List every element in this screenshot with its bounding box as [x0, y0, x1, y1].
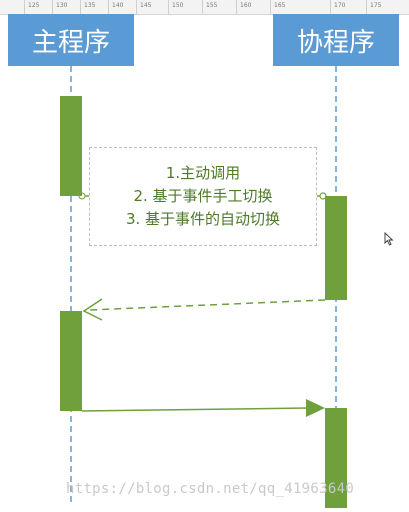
- ruler-tick: [366, 0, 367, 14]
- activation-coroutine-2[interactable]: [325, 408, 347, 508]
- activation-coroutine-1[interactable]: [325, 196, 347, 300]
- activation-main-1[interactable]: [60, 96, 82, 196]
- ruler-label: 125: [28, 2, 40, 9]
- ruler-tick: [270, 0, 271, 14]
- ruler-tick: [108, 0, 109, 14]
- resume-message-line: [81, 407, 309, 412]
- ruler-label: 165: [274, 2, 286, 9]
- ruler-tick: [330, 0, 331, 14]
- note-line-3: 3. 基于事件的自动切换: [125, 210, 281, 228]
- ruler-label: 155: [206, 2, 218, 9]
- ruler-tick: [136, 0, 137, 14]
- ruler-tick: [24, 0, 25, 14]
- activation-main-2[interactable]: [60, 311, 82, 411]
- ruler-label: 135: [84, 2, 96, 9]
- ruler-tick: [168, 0, 169, 14]
- return-arrow-head: [82, 298, 103, 321]
- note-line-1: 1.主动调用: [165, 164, 241, 182]
- ruler-tick: [202, 0, 203, 14]
- ruler-label: 160: [240, 2, 252, 9]
- ruler: 125 130 135 140 145 150 155 160 165 170 …: [0, 0, 409, 15]
- actor-coroutine[interactable]: 协程序: [273, 14, 399, 66]
- mouse-cursor-icon: [384, 232, 394, 246]
- ruler-label: 170: [334, 2, 346, 9]
- note-box[interactable]: 1.主动调用 2. 基于事件手工切换 3. 基于事件的自动切换: [89, 147, 317, 246]
- ruler-label: 140: [112, 2, 124, 9]
- ruler-label: 145: [140, 2, 152, 9]
- ruler-tick: [80, 0, 81, 14]
- watermark-url: https://blog.csdn.net/qq_41963640: [66, 481, 355, 497]
- actor-main-program[interactable]: 主程序: [8, 14, 134, 66]
- ruler-tick: [236, 0, 237, 14]
- ruler-label: 150: [172, 2, 184, 9]
- return-message-line: [89, 299, 326, 311]
- ruler-label: 175: [370, 2, 382, 9]
- note-line-2: 2. 基于事件手工切换: [133, 187, 273, 205]
- ruler-tick: [52, 0, 53, 14]
- resume-arrow-head: [306, 399, 325, 417]
- ruler-label: 130: [56, 2, 68, 9]
